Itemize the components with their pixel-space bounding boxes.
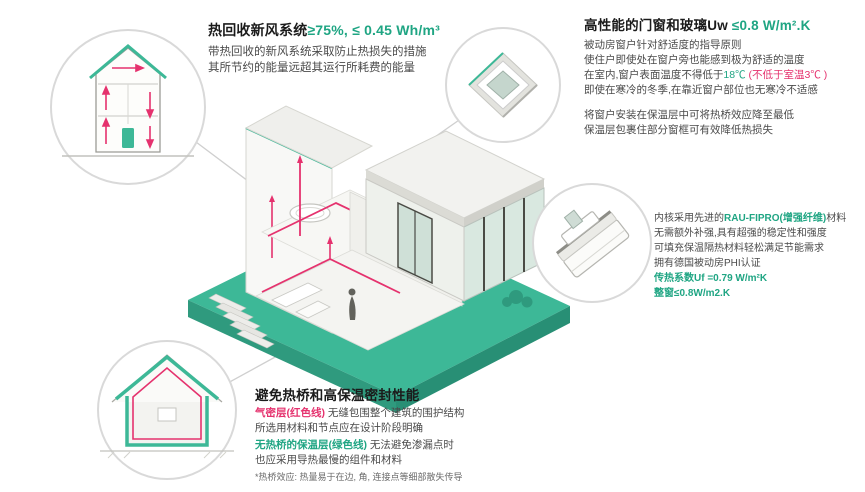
house-cutaway-illustration — [188, 105, 570, 413]
windows-body-2: 将窗户安装在保温层中可将热桥效应降至最低 保温层包裹住部分窗框可有效降低热损失 — [584, 108, 794, 138]
airtight-red-line — [132, 366, 202, 440]
ventilation-body: 带热回收的新风系统采取防止热损失的措施 其所节约的能量远超其运行所耗费的能量 — [208, 44, 427, 76]
profile-line5: 传热系数Uf =0.79 W/m²K — [654, 273, 768, 284]
insulation-green-line — [114, 354, 220, 401]
thermal-insulation-label: 无热桥的保温层(绿色线) — [255, 439, 367, 451]
kitchen-counter — [271, 282, 323, 308]
profile-line1-material: RAU-FIPRO(增强纤维) — [724, 213, 827, 224]
windows-title-value: ≤0.8 W/m².K — [731, 18, 811, 33]
window-corner-detail-circle — [445, 27, 561, 143]
windows-line3: 在室内,窗户表面温度不得低于18℃ (不低于室温3℃ ) — [584, 68, 827, 83]
windows-line6: 保温层包裹住部分窗框可有效降低热损失 — [584, 124, 773, 136]
profile-line6: 整窗≤0.8W/m2.K — [654, 288, 731, 299]
thermal-envelope-detail-circle — [97, 340, 237, 480]
terrace-stairs — [208, 293, 275, 349]
thermal-airtight-label: 气密层(红色线) — [255, 407, 325, 419]
profile-line1: 内核采用先进的RAU-FIPRO(增强纤维)材料 — [654, 211, 846, 226]
windows-line3-note: (不低于室温3℃ ) — [745, 69, 828, 81]
profile-line3: 可填充保温隔热材料轻松满足节能需求 — [654, 243, 824, 254]
ventilation-line2: 其所节约的能量远超其运行所耗费的能量 — [208, 62, 415, 74]
windows-line4: 即使在寒冷的冬季,在靠近窗户部位也无寒冷不适感 — [584, 84, 818, 96]
ventilation-line1: 带热回收的新风系统采取防止热损失的措施 — [208, 46, 427, 58]
glass-door-front — [365, 178, 465, 302]
thermal-paragraph-2: 无热桥的保温层(绿色线) 无法避免渗漏点时 也应采用导热最慢的组件和材料 — [255, 438, 454, 468]
thermal-footnote: *热桥效应: 热量易于在边, 角, 连接点等细部散失传导 — [255, 472, 463, 482]
thermal-p1-line2: 所选用材料和节点应在设计阶段明确 — [255, 422, 423, 434]
ground-floor — [255, 236, 465, 351]
profile-body: 内核采用先进的RAU-FIPRO(增强纤维)材料 无需额外补强,具有超强的稳定性… — [654, 211, 846, 301]
window-profile-detail-circle — [532, 183, 652, 303]
profile-line2: 无需额外补强,具有超强的稳定性和强度 — [654, 228, 827, 239]
thermal-title: 避免热桥和高保温密封性能 — [255, 388, 420, 403]
thermal-p2-line1: 无热桥的保温层(绿色线) 无法避免渗漏点时 — [255, 438, 454, 453]
ventilation-title-value: ≥75%, ≤ 0.45 Wh/m³ — [307, 22, 440, 38]
windows-line5: 将窗户安装在保温层中可将热桥效应降至最低 — [584, 109, 794, 121]
windows-title-black: 高性能的门窗和玻璃Uw — [584, 18, 732, 33]
thermal-paragraph-1: 气密层(红色线) 无缝包围整个建筑的围护结构 所选用材料和节点应在设计阶段明确 — [255, 406, 464, 436]
heat-exchanger-unit — [122, 128, 134, 148]
thermal-p1-line1: 气密层(红色线) 无缝包围整个建筑的围护结构 — [255, 406, 464, 421]
window-corner-icon — [468, 52, 538, 118]
windows-line2: 使住户即使处在窗户旁也能感到极为舒适的温度 — [584, 54, 805, 66]
windows-line1: 被动房窗户针对舒适度的指导原则 — [584, 39, 742, 51]
windows-body-1: 被动房窗户针对舒适度的指导原则 使住户即使处在窗户旁也能感到极为舒适的温度 在室… — [584, 38, 827, 98]
airflow-arrows — [101, 63, 155, 150]
profile-line4: 拥有德国被动房PHI认证 — [654, 258, 761, 269]
house-section-icon — [62, 44, 194, 157]
ventilation-detail-circle — [50, 29, 206, 185]
envelope-house-icon — [100, 354, 234, 459]
windows-line3-temp: 18℃ — [723, 69, 746, 81]
thermal-p2-rest: 无法避免渗漏点时 — [367, 439, 454, 451]
person-figure — [348, 288, 356, 320]
thermal-p1-rest: 无缝包围整个建筑的围护结构 — [325, 407, 465, 419]
ventilation-title-black: 热回收新风系统 — [208, 22, 308, 38]
sloped-roof-plane — [244, 105, 374, 169]
profile-line1-post: 材料 — [826, 213, 847, 224]
windows-line3-pre: 在室内,窗户表面温度不得低于 — [584, 69, 724, 81]
window-profile-icon — [555, 209, 630, 278]
bushes — [502, 290, 533, 308]
windows-title: 高性能的门窗和玻璃Uw ≤0.8 W/m².K — [584, 14, 811, 34]
ventilation-title: 热回收新风系统≥75%, ≤ 0.45 Wh/m³ — [208, 20, 440, 40]
thermal-p2-line2: 也应采用导热最慢的组件和材料 — [255, 454, 402, 466]
profile-line1-pre: 内核采用先进的 — [654, 213, 724, 224]
flat-roof-wing — [364, 130, 546, 302]
